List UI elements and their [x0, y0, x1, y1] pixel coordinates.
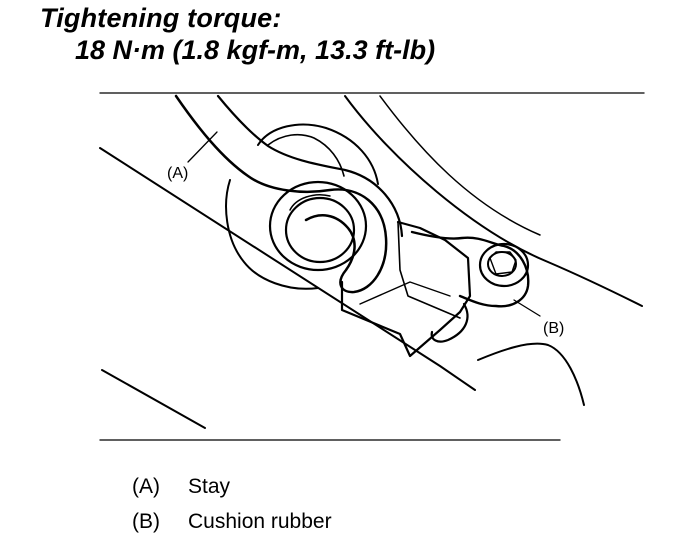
callout-b-label: (B): [543, 320, 564, 337]
stay-mount-body: [225, 123, 379, 290]
stay-arm: [174, 94, 388, 294]
stay-shoulder: [267, 133, 345, 177]
legend-key: (B): [132, 510, 160, 533]
bolt-hex-detail: [489, 251, 517, 275]
panel-edge-lower-left: [101, 369, 206, 429]
bracket-fold: [397, 221, 461, 319]
stay-boss-inner: [284, 196, 356, 264]
bracket-edge: [359, 281, 451, 305]
panel-edge-left: [99, 147, 476, 391]
legend-item-stay: (A) Stay: [132, 474, 230, 500]
legend-item-cushion-rubber: (B) Cushion rubber: [132, 509, 332, 535]
callout-b-leader: [513, 299, 541, 317]
legend-key: (A): [132, 475, 160, 498]
panel-edge-right-inner: [379, 95, 541, 236]
torque-value: 18 N·m (1.8 kgf-m, 13.3 ft-lb): [75, 35, 436, 65]
panel-edge-right-lower: [477, 342, 585, 406]
cushion-rubber-edge: [430, 302, 469, 343]
callout-a-label: (A): [167, 165, 188, 182]
legend-label: Stay: [188, 475, 231, 498]
legend-label: Cushion rubber: [188, 510, 332, 533]
callout-a-leader: [187, 131, 218, 163]
cushion-rubber-tab: [410, 230, 530, 308]
stay-boss-shading: [289, 194, 331, 211]
torque-heading: Tightening torque:: [40, 3, 282, 33]
bolt-head-outer: [478, 242, 530, 288]
stay-boss-outer: [268, 180, 368, 272]
stay-arm-upper-edge: [216, 94, 404, 238]
